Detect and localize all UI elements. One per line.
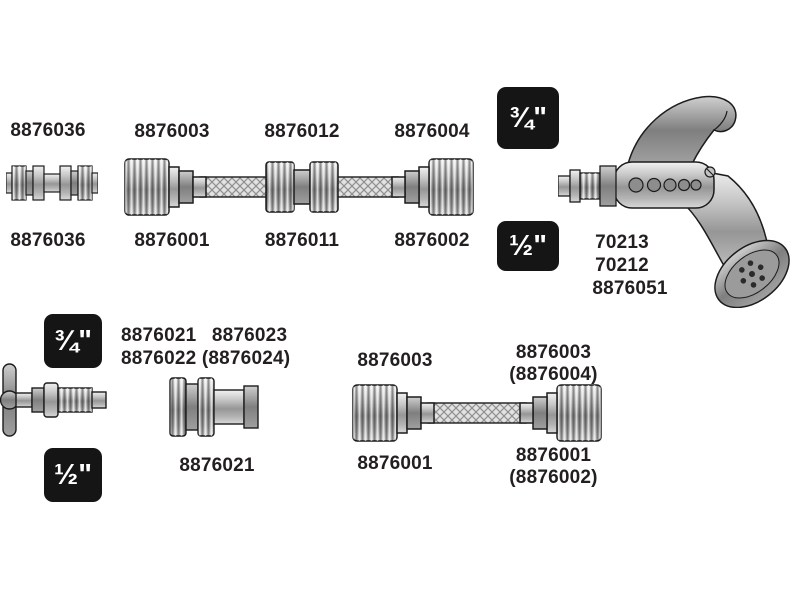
part-label: 8876051 xyxy=(592,278,668,299)
tap-threaded-spout xyxy=(57,387,107,413)
part-label: 8876001 xyxy=(515,445,592,466)
size-badge-half-inch: ½" xyxy=(497,221,559,271)
part-label: 70213 xyxy=(595,232,649,253)
part-label: 8876022 (8876024) xyxy=(121,348,291,369)
part-label: (8876002) xyxy=(509,467,598,488)
size-badge-three-quarter-inch: ¾" xyxy=(44,314,102,368)
hose-coupling-right xyxy=(519,384,602,442)
hose-coupling-middle xyxy=(265,161,339,213)
hose-mender-illustration xyxy=(6,165,98,201)
tap-illustration xyxy=(0,363,107,437)
size-badge-text: ½" xyxy=(509,229,547,262)
size-badge-three-quarter-inch: ¾" xyxy=(497,87,559,149)
spray-gun-illustration xyxy=(558,95,790,308)
gun-spray-head xyxy=(714,239,790,308)
hose-assembly-illustration xyxy=(124,158,474,216)
part-label: 8876004 xyxy=(394,121,470,142)
hose-coupling-left xyxy=(352,384,435,442)
tap-connector-illustration xyxy=(169,377,259,437)
short-hose-assembly-illustration xyxy=(352,384,602,442)
part-label: 8876021 xyxy=(179,455,255,476)
part-label: 8876011 xyxy=(264,230,340,251)
part-label: 8876001 xyxy=(357,453,433,474)
part-label: 8876003 xyxy=(357,350,433,371)
part-label: 8876036 xyxy=(10,230,86,251)
size-badge-text: ½" xyxy=(54,458,92,491)
hose-segment xyxy=(427,402,527,424)
hose-coupling-left xyxy=(124,158,207,216)
size-badge-text: ¾" xyxy=(54,324,92,357)
gun-trigger xyxy=(627,95,737,165)
part-label: (8876004) xyxy=(509,364,598,385)
part-label: 8876012 xyxy=(264,121,340,142)
size-badge-text: ¾" xyxy=(509,101,547,134)
gun-inlet-connector xyxy=(558,165,617,207)
size-badge-half-inch: ½" xyxy=(44,448,102,502)
part-label: 8876036 xyxy=(10,120,86,141)
part-label: 8876003 xyxy=(134,121,210,142)
part-label: 8876021 8876023 xyxy=(121,325,288,346)
hose-segment xyxy=(199,176,273,198)
part-label: 8876002 xyxy=(394,230,470,251)
hose-coupling-right xyxy=(391,158,474,216)
part-label: 8876003 xyxy=(515,342,592,363)
hose-segment xyxy=(329,176,399,198)
tap-body xyxy=(15,382,59,418)
part-label: 70212 xyxy=(595,255,649,276)
part-label: 8876001 xyxy=(134,230,210,251)
